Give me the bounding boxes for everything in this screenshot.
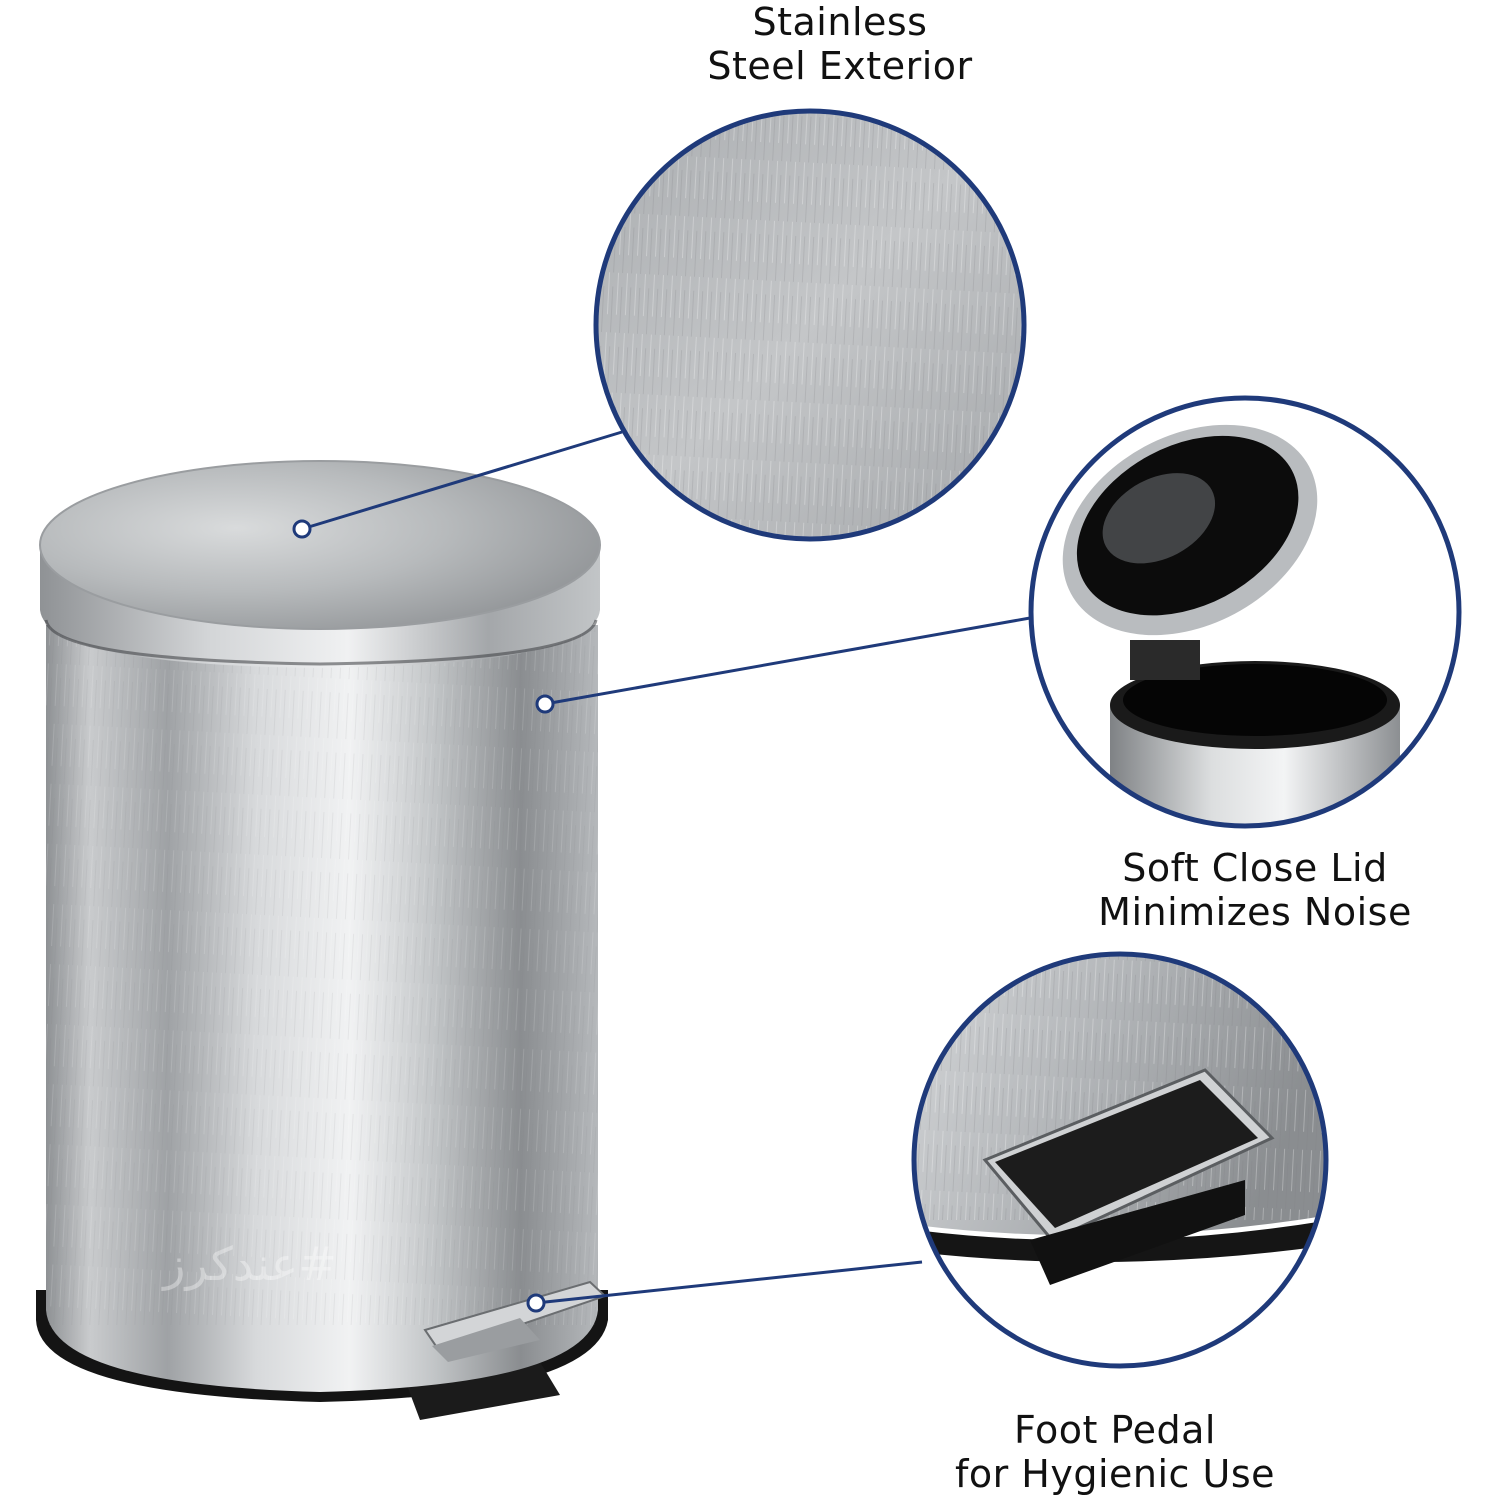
callout-label-line: Foot Pedal [1014,1408,1216,1452]
watermark-text: عندكرز# [161,1237,337,1292]
trash-can-product-image: عندكرز# [36,460,608,1420]
callout-label-line: for Hygienic Use [954,1452,1276,1496]
callout-label-line: Stainless [752,0,928,44]
connector-exterior [301,430,623,531]
callout-connectors [301,430,1031,1305]
callout-circle-exterior [593,108,1027,542]
callout-label-line: Minimizes Noise [1098,890,1412,934]
callout-label-line: Steel Exterior [707,44,973,88]
callout-label-pedal: Foot Pedal for Hygienic Use [900,1408,1330,1496]
callout-circle-pedal [911,951,1329,1369]
connector-pedal [535,1260,923,1305]
callout-circle-lid [1028,395,1462,829]
dot-exterior [292,519,312,539]
dot-lid [535,694,555,714]
dot-pedal [526,1293,546,1313]
callout-dots [292,519,555,1313]
callout-label-line: Soft Close Lid [1122,846,1388,890]
connector-lid [544,616,1031,706]
callout-label-lid: Soft Close Lid Minimizes Noise [1050,846,1460,934]
callout-label-exterior: Stainless Steel Exterior [640,0,1040,88]
lid-top [40,461,600,629]
